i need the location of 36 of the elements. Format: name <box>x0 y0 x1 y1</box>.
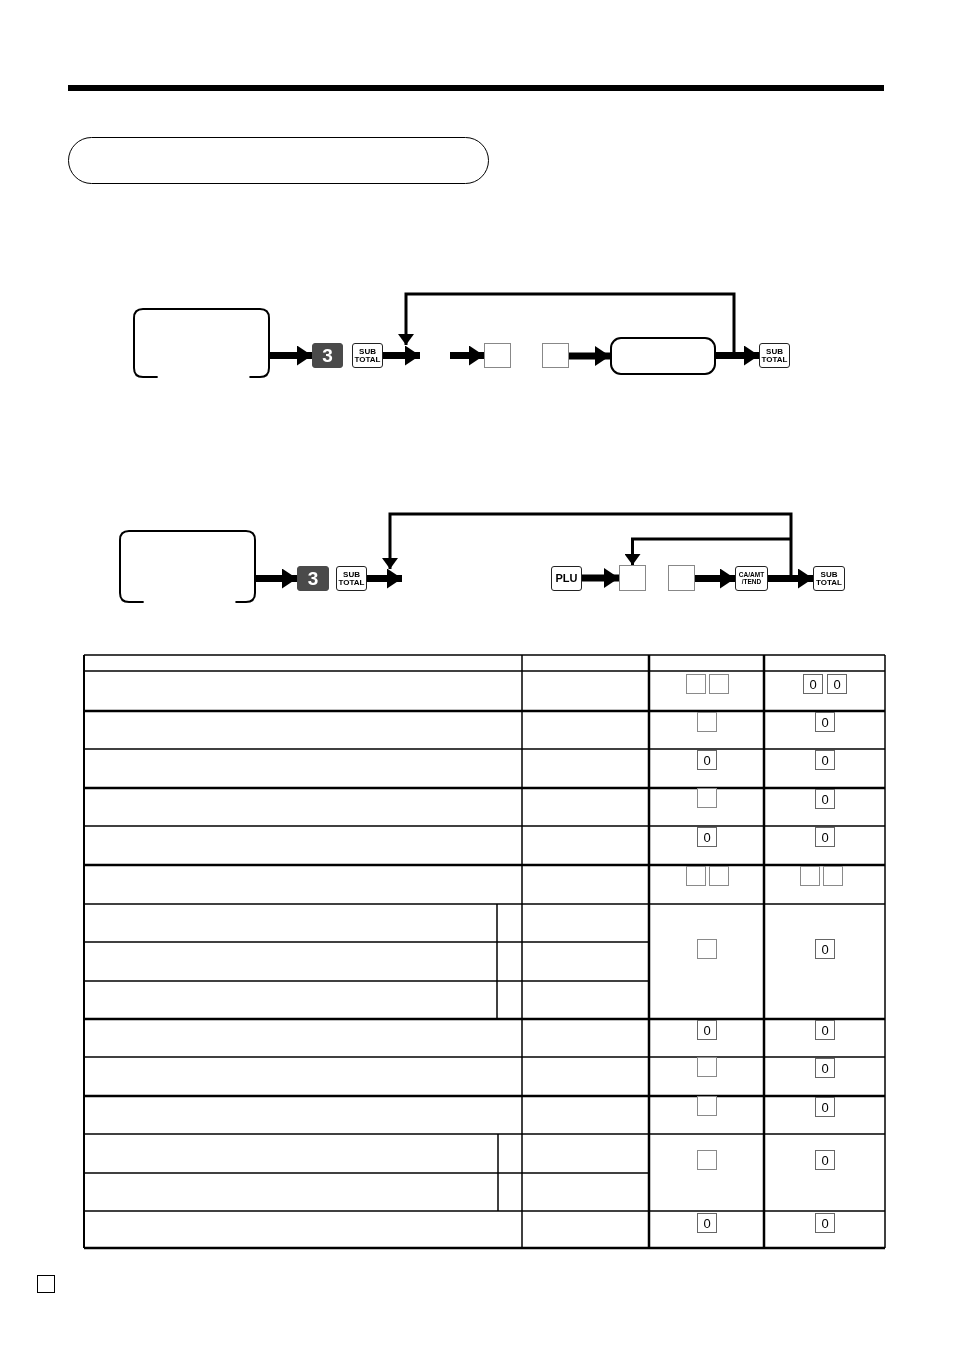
rounded-box <box>610 337 716 375</box>
keyboard-key: 3 <box>297 566 329 591</box>
keyboard-key: 0 <box>815 1150 835 1170</box>
arrow <box>768 568 813 589</box>
keyboard-key: 0 <box>827 674 847 694</box>
keyboard-key: SUB TOTAL <box>813 566 845 591</box>
keyboard-key: 0 <box>815 1058 835 1078</box>
bracket-frame <box>119 530 256 603</box>
keyboard-key: PLU <box>551 566 582 591</box>
keyboard-key: 0 <box>815 750 835 770</box>
blank-key <box>484 343 511 368</box>
blank-key <box>619 565 646 591</box>
keyboard-key: 0 <box>697 1020 717 1040</box>
keyboard-key: 0 <box>815 1020 835 1040</box>
arrow <box>569 346 610 366</box>
arrow <box>582 568 619 588</box>
keyboard-key: SUB TOTAL <box>759 343 790 368</box>
blank-key <box>668 565 695 591</box>
arrow <box>716 345 759 366</box>
bracket-frame <box>133 308 270 378</box>
keyboard-key: 0 <box>815 939 835 959</box>
keyboard-key: 0 <box>815 1213 835 1233</box>
arrow <box>695 568 735 589</box>
keyboard-key: 0 <box>697 827 717 847</box>
keyboard-key: SUB TOTAL <box>336 566 367 591</box>
keyboard-key: 0 <box>815 789 835 809</box>
blank-key <box>542 343 569 368</box>
keyboard-key: 3 <box>312 343 343 368</box>
keyboard-key: 0 <box>815 712 835 732</box>
loop-arrow <box>398 292 736 358</box>
keyboard-key: 0 <box>697 1213 717 1233</box>
keyboard-key: 0 <box>697 750 717 770</box>
keyboard-key: SUB TOTAL <box>352 343 383 368</box>
keyboard-key: 0 <box>815 827 835 847</box>
keyboard-key: 0 <box>803 674 823 694</box>
keyboard-key: 0 <box>815 1097 835 1117</box>
